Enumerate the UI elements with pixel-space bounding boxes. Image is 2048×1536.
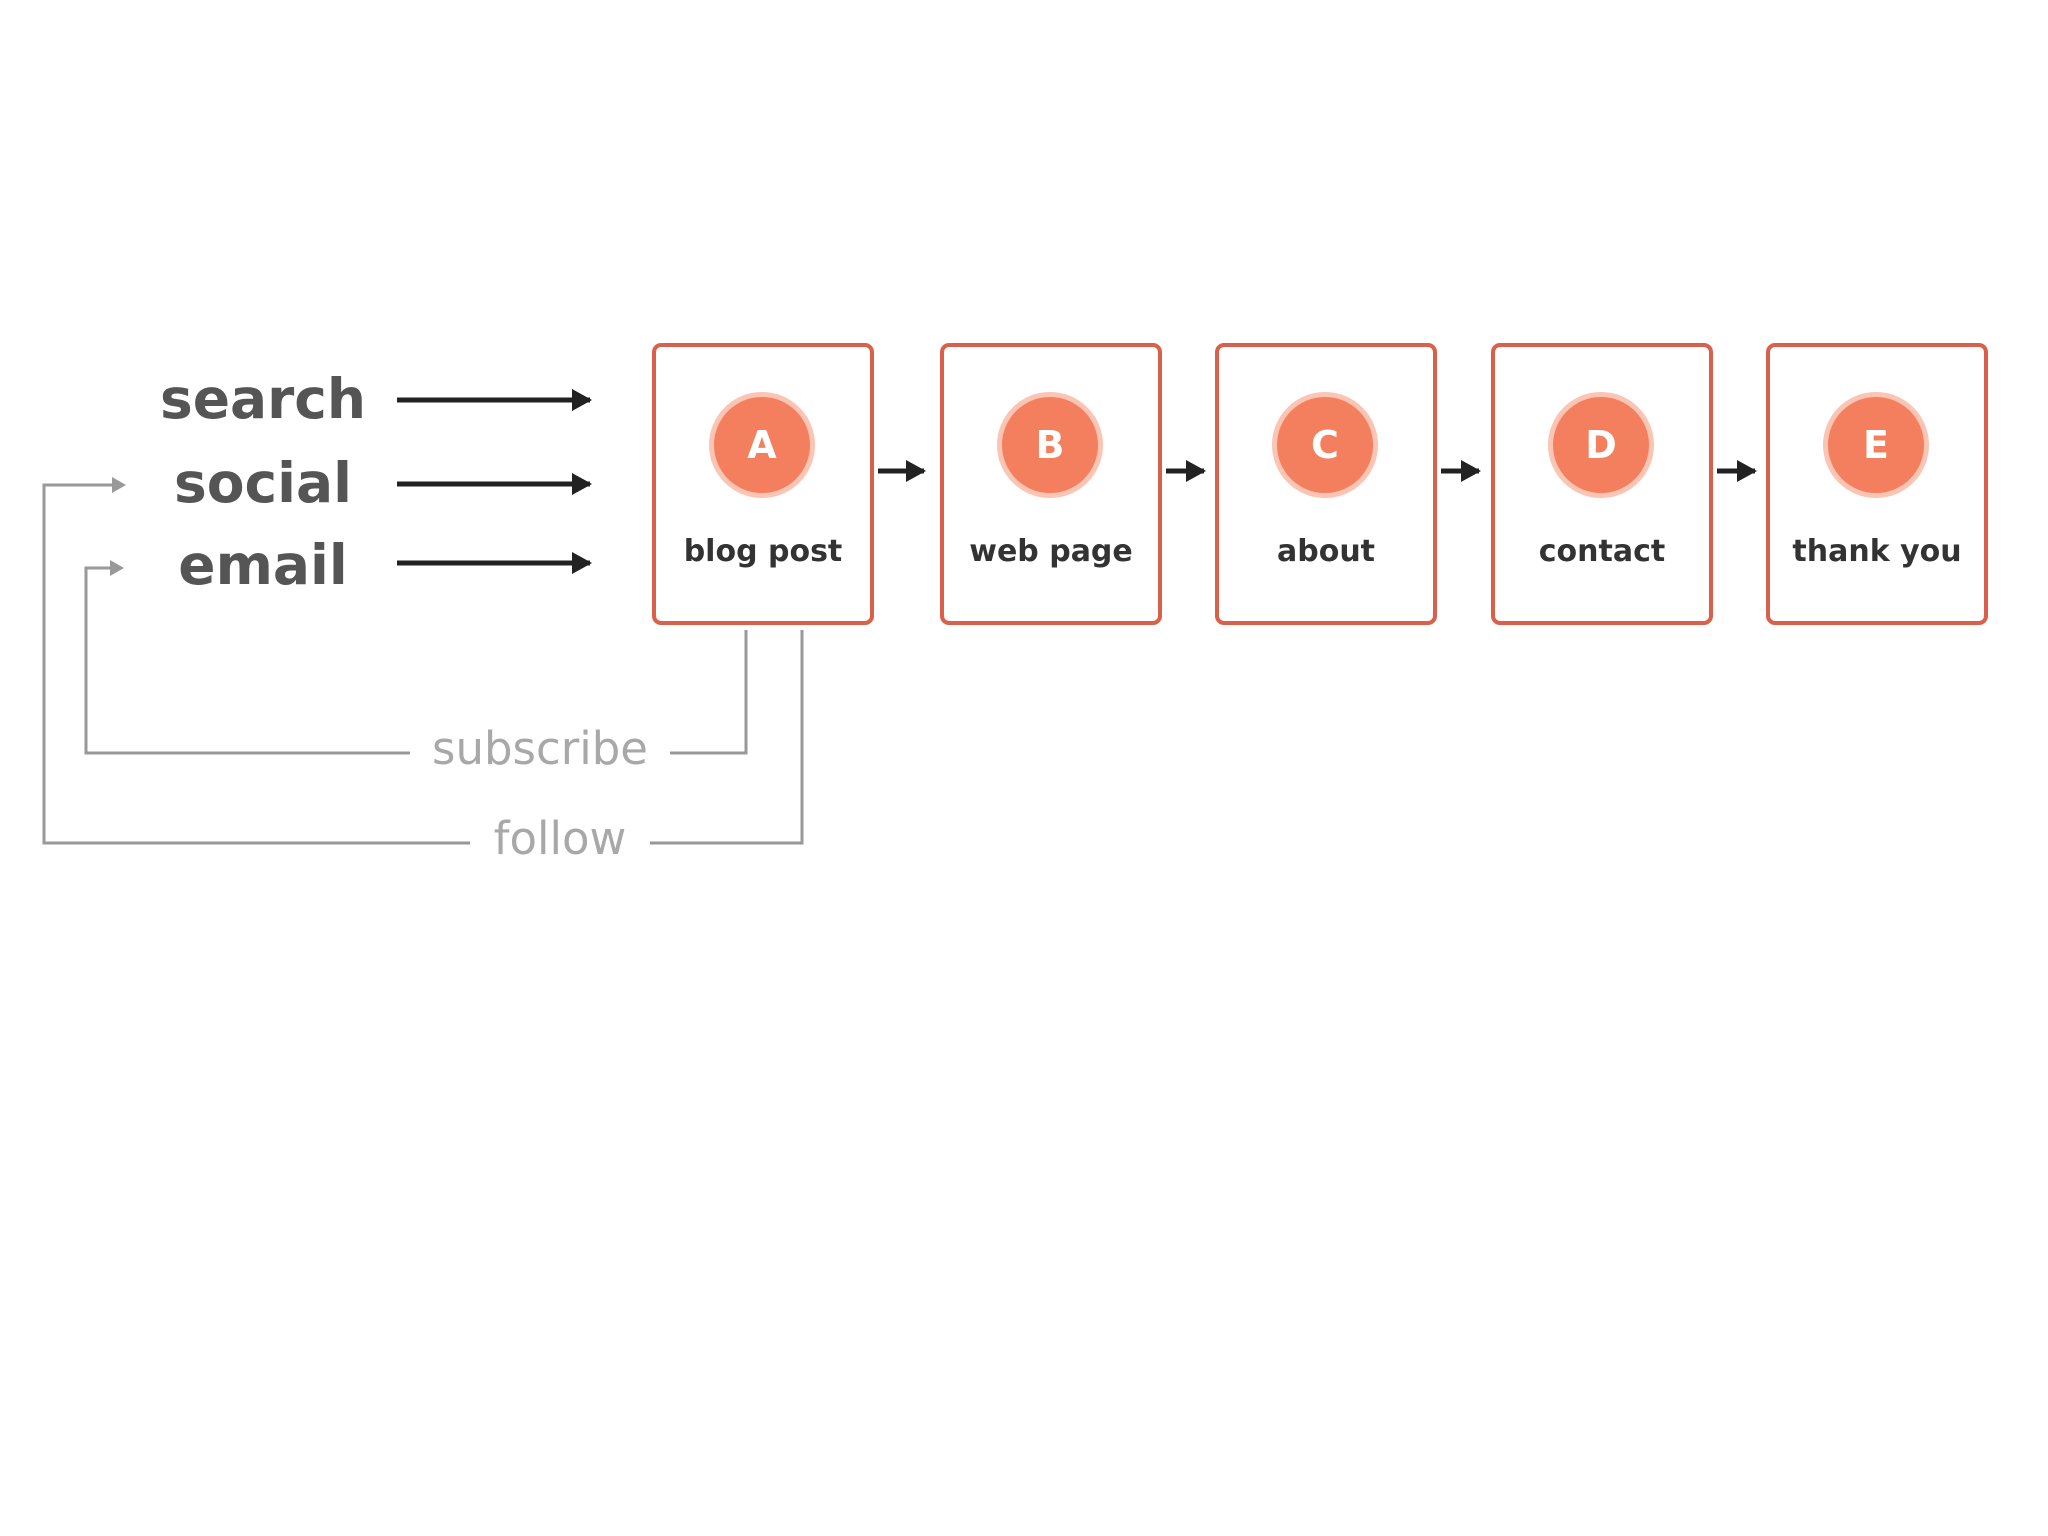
source-search: search <box>159 367 367 431</box>
subscribe-label: subscribe <box>410 723 670 775</box>
step-badge: B <box>1002 397 1098 493</box>
step-about: C about <box>1215 343 1437 625</box>
step-thank-you: E thank you <box>1766 343 1988 625</box>
step-badge: D <box>1553 397 1649 493</box>
step-label: contact <box>1538 534 1666 569</box>
step-label: web page <box>969 534 1133 569</box>
step-badge: E <box>1828 397 1924 493</box>
step-contact: D contact <box>1491 343 1713 625</box>
step-label: thank you <box>1792 534 1962 569</box>
source-email: email <box>178 533 348 597</box>
step-web-page: B web page <box>940 343 1162 625</box>
step-blog-post: A blog post <box>652 343 874 625</box>
follow-loop-line <box>42 477 804 845</box>
subscribe-loop-line <box>84 560 748 755</box>
step-label: about <box>1276 534 1376 569</box>
source-social: social <box>174 451 352 515</box>
step-badge: C <box>1277 397 1373 493</box>
step-badge: A <box>714 397 810 493</box>
follow-label: follow <box>470 813 650 865</box>
step-label: blog post <box>683 534 843 569</box>
